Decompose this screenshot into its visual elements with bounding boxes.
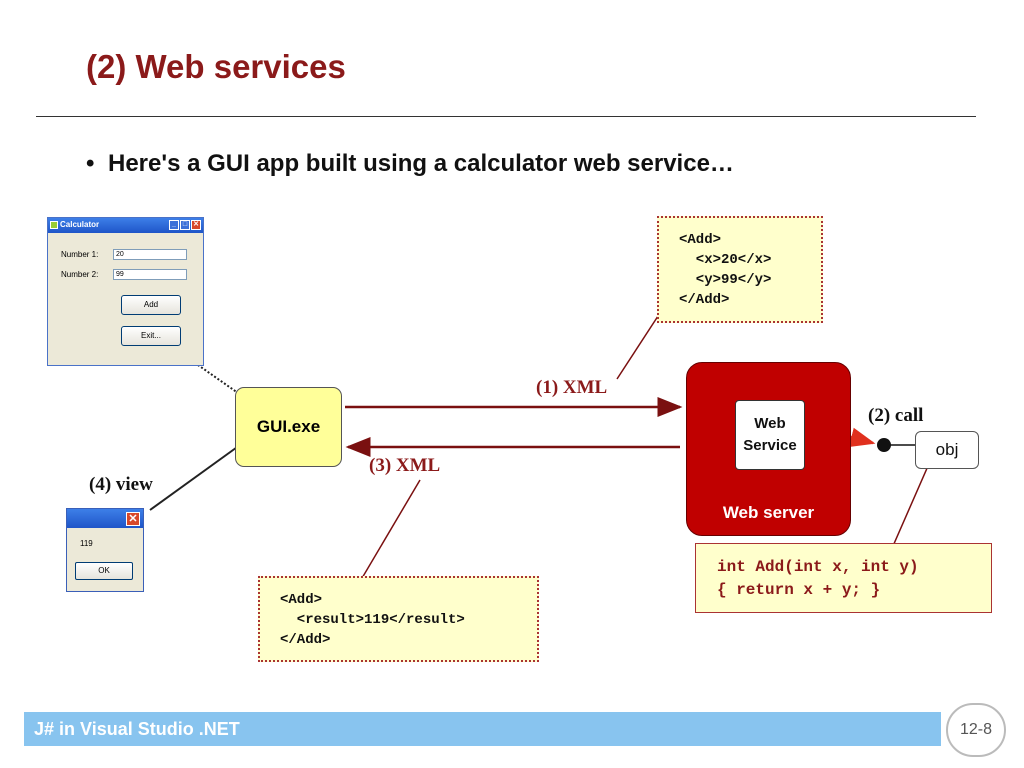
footer-bar <box>24 712 941 746</box>
add-button[interactable]: Add <box>121 295 181 315</box>
result-message-box: ✕ 119 OK <box>66 508 144 592</box>
bullet-icon: • <box>86 150 95 177</box>
close-icon[interactable]: ✕ <box>126 512 140 526</box>
app-icon <box>50 221 58 229</box>
number1-label: Number 1: <box>61 250 99 259</box>
bullet-point: • Here's a GUI app built using a calculat… <box>86 150 734 178</box>
obj-box: obj <box>915 431 979 469</box>
calculator-titlebar: Calculator _ □ ✕ <box>48 218 203 233</box>
footer-text: J# in Visual Studio .NET <box>34 719 240 739</box>
bullet-text: Here's a GUI app built using a calculato… <box>108 150 734 177</box>
message-box-titlebar: ✕ <box>67 509 143 528</box>
request-label: (1) XML <box>536 377 608 398</box>
result-value: 119 <box>80 539 93 548</box>
response-xml-box: <Add> <result>119</result> </Add> <box>258 576 539 662</box>
xml3-pointer <box>354 479 421 591</box>
number2-field[interactable]: 99 <box>113 269 187 280</box>
slide-title: (2) Web services <box>86 48 346 85</box>
web-service-label: Web Service <box>743 415 797 454</box>
number2-label: Number 2: <box>61 270 99 279</box>
ok-button[interactable]: OK <box>75 562 133 580</box>
page-number: 12-8 <box>946 703 1006 757</box>
web-service-scroll-icon <box>735 400 805 470</box>
calculator-title: Calculator <box>60 220 100 229</box>
interface-dot <box>877 438 891 452</box>
code-box: int Add(int x, int y) { return x + y; } <box>695 543 992 613</box>
maximize-icon[interactable]: □ <box>180 220 190 230</box>
title-divider <box>36 116 976 117</box>
call-label: (2) call <box>868 405 924 426</box>
code-pointer <box>892 465 929 547</box>
response-label: (3) XML <box>369 455 441 476</box>
view-label: (4) view <box>89 474 153 495</box>
close-icon[interactable]: ✕ <box>191 220 201 230</box>
exit-button[interactable]: Exit... <box>121 326 181 346</box>
xml1-pointer <box>616 312 661 380</box>
web-server-label: Web server <box>722 503 815 522</box>
view-link <box>149 444 241 511</box>
request-xml-box: <Add> <x>20</x> <y>99</y> </Add> <box>657 216 823 323</box>
gui-exe-box: GUI.exe <box>235 387 342 467</box>
calculator-window: Calculator _ □ ✕ Number 1: 20 Number 2: … <box>47 217 204 366</box>
number1-field[interactable]: 20 <box>113 249 187 260</box>
minimize-icon[interactable]: _ <box>169 220 179 230</box>
